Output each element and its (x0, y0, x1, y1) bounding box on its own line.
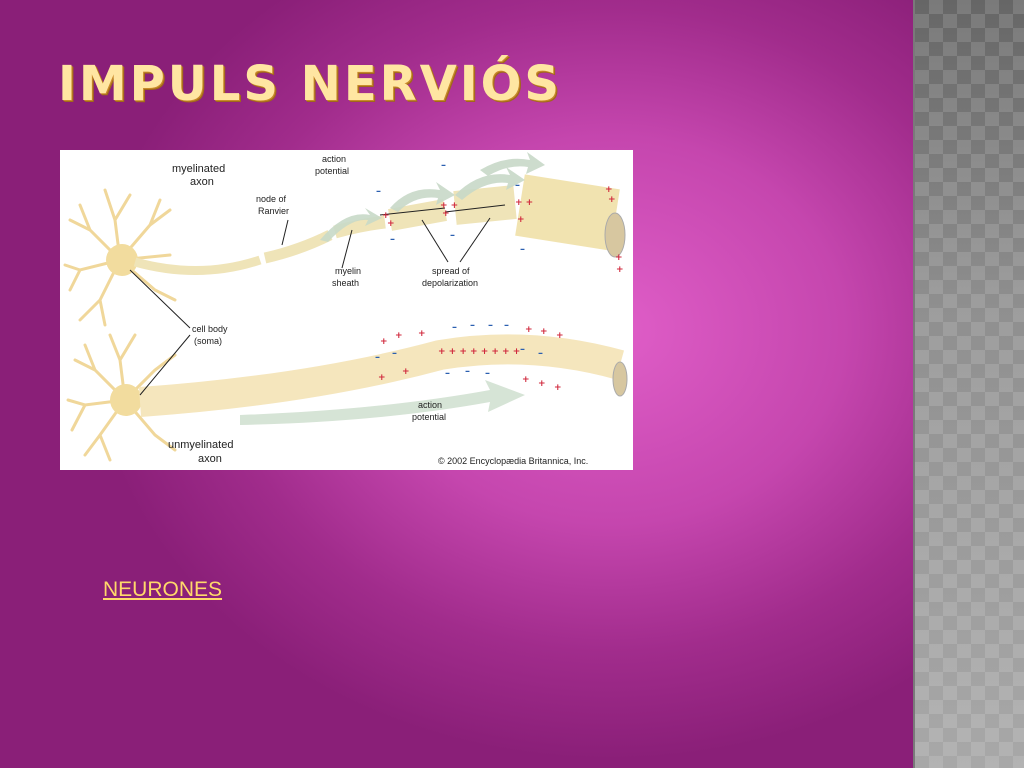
label-action-potential-bottom-2: potential (412, 412, 446, 422)
side-pattern-panel (913, 0, 1024, 768)
svg-text:+: + (395, 331, 403, 341)
svg-text:+: + (605, 185, 613, 195)
neuron-top (63, 188, 177, 327)
label-cell-body-2: (soma) (194, 336, 222, 346)
svg-text:–: – (488, 320, 493, 331)
svg-text:+: + (525, 325, 533, 335)
svg-text:–: – (520, 344, 525, 355)
label-myelinated-1: myelinated (172, 163, 225, 175)
label-spread-1: spread of (432, 266, 470, 276)
label-copyright: © 2002 Encyclopædia Britannica, Inc. (438, 456, 588, 466)
svg-text:+ + + + + + + +: + + + + + + + + (438, 347, 520, 357)
svg-text:–: – (485, 368, 490, 379)
svg-text:+: + (615, 253, 623, 263)
svg-text:–: – (375, 352, 380, 363)
svg-text:–: – (520, 244, 525, 255)
svg-text:+: + (608, 195, 616, 205)
label-myelin-1: myelin (335, 266, 361, 276)
label-unmyelinated-2: axon (198, 453, 222, 465)
svg-text:+: + (517, 215, 525, 225)
label-node-2: Ranvier (258, 206, 289, 216)
svg-text:+: + (402, 367, 410, 377)
slide-title: IMPULS NERVIÓS (58, 56, 562, 112)
pointer-lines-top (281, 204, 506, 269)
action-arrow-bottom (240, 380, 525, 425)
svg-text:+: + (418, 329, 426, 339)
neurones-link[interactable]: NEURONES (103, 578, 223, 601)
label-node-1: node of (256, 194, 287, 204)
label-action-potential-top-1: action (322, 154, 346, 164)
svg-text:+: + (554, 383, 562, 393)
svg-text:–: – (470, 320, 475, 331)
svg-text:+: + (442, 209, 450, 219)
svg-text:+ +: + + (515, 198, 533, 208)
svg-text:+ +: + + (440, 201, 458, 211)
label-cell-body-1: cell body (192, 324, 228, 334)
svg-text:–: – (390, 234, 395, 245)
svg-text:+: + (540, 327, 548, 337)
svg-text:–: – (450, 230, 455, 241)
label-myelin-2: sheath (332, 278, 359, 288)
svg-text:–: – (392, 348, 397, 359)
unmyelinated-axon (138, 334, 625, 417)
label-unmyelinated-1: unmyelinated (168, 439, 233, 451)
soma-bottom (110, 384, 142, 416)
soma-top (106, 244, 138, 276)
svg-text:–: – (445, 368, 450, 379)
svg-text:+: + (382, 211, 390, 221)
svg-text:–: – (376, 186, 381, 197)
action-arrows-top (320, 152, 545, 242)
label-action-potential-top-2: potential (315, 166, 349, 176)
svg-text:+: + (387, 219, 395, 229)
svg-text:+: + (538, 379, 546, 389)
myelinated-axon-segments (133, 174, 626, 275)
svg-text:+: + (522, 375, 530, 385)
label-action-potential-bottom-1: action (418, 400, 442, 410)
svg-text:+: + (616, 265, 624, 275)
label-myelinated-2: axon (190, 176, 214, 188)
svg-text:–: – (515, 180, 520, 191)
svg-text:–: – (538, 348, 543, 359)
svg-text:+: + (556, 331, 564, 341)
neuron-bottom (66, 333, 177, 462)
svg-text:–: – (504, 320, 509, 331)
neuron-diagram: ++ + ++ + ++ ++ ++ –– –– –– +++ +++ + + … (60, 150, 633, 470)
svg-text:+: + (380, 337, 388, 347)
svg-text:–: – (465, 366, 470, 377)
svg-text:–: – (452, 322, 457, 333)
svg-text:+: + (378, 373, 386, 383)
charges-bottom: +++ +++ + + + + + + + + ++ +++ –––– ––––… (375, 320, 564, 393)
charges-top: ++ + ++ + ++ ++ ++ –– –– –– (376, 160, 624, 275)
svg-text:–: – (441, 160, 446, 171)
label-spread-2: depolarization (422, 278, 478, 288)
